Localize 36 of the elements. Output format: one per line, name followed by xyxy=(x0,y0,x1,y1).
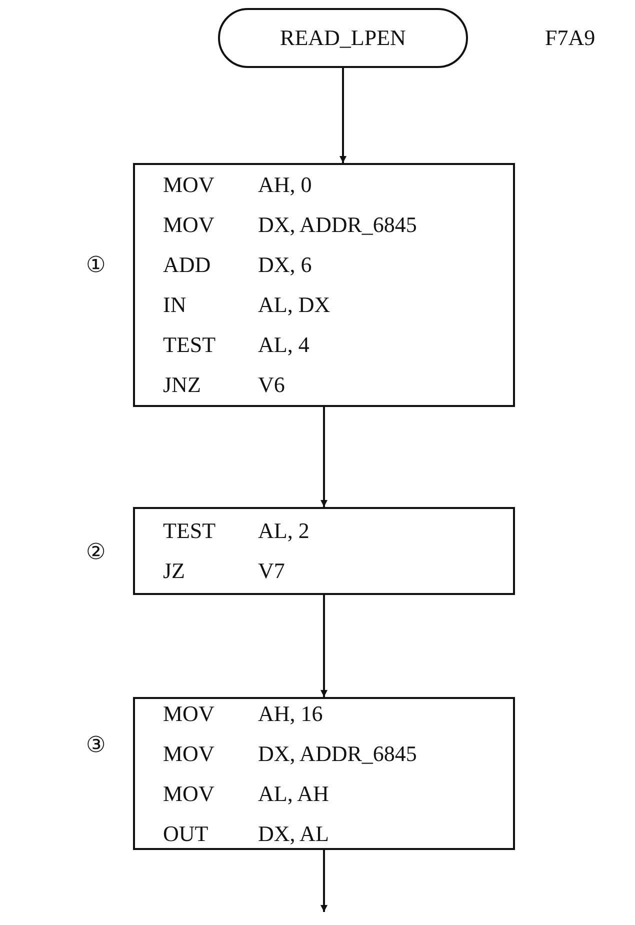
process-box xyxy=(133,163,515,407)
instruction-mnemonic: MOV xyxy=(163,700,216,728)
instruction-mnemonic: IN xyxy=(163,291,188,319)
instruction-operand: DX, ADDR_6845 xyxy=(258,740,418,768)
instruction-mnemonic: JNZ xyxy=(163,371,202,399)
arrow xyxy=(340,68,346,163)
instruction-operand: AL, 2 xyxy=(258,517,310,545)
instruction-operand: AH, 0 xyxy=(258,171,313,199)
arrow xyxy=(320,407,328,507)
terminal-label: READ_LPEN xyxy=(280,25,406,51)
process-box xyxy=(133,697,515,850)
arrow xyxy=(320,850,328,912)
instruction-operand: DX, AL xyxy=(258,820,330,848)
step-number: ② xyxy=(86,539,106,565)
arrow xyxy=(320,595,328,697)
instruction-operand: AL, AH xyxy=(258,780,330,808)
instruction-mnemonic: ADD xyxy=(163,251,212,279)
instruction-mnemonic: MOV xyxy=(163,740,216,768)
instruction-mnemonic: JZ xyxy=(163,557,186,585)
instruction-operand: DX, ADDR_6845 xyxy=(258,211,418,239)
instruction-operand: AH, 16 xyxy=(258,700,324,728)
instruction-mnemonic: MOV xyxy=(163,780,216,808)
step-number: ① xyxy=(86,252,106,278)
page-address: F7A9 xyxy=(545,25,596,51)
instruction-mnemonic: OUT xyxy=(163,820,210,848)
instruction-mnemonic: TEST xyxy=(163,517,217,545)
instruction-mnemonic: MOV xyxy=(163,171,216,199)
instruction-operand: AL, DX xyxy=(258,291,332,319)
instruction-mnemonic: MOV xyxy=(163,211,216,239)
instruction-operand: DX, 6 xyxy=(258,251,313,279)
instruction-operand: V6 xyxy=(258,371,286,399)
instruction-operand: AL, 4 xyxy=(258,331,310,359)
step-number: ③ xyxy=(86,732,106,758)
process-box xyxy=(133,507,515,595)
instruction-operand: V7 xyxy=(258,557,286,585)
instruction-mnemonic: TEST xyxy=(163,331,217,359)
